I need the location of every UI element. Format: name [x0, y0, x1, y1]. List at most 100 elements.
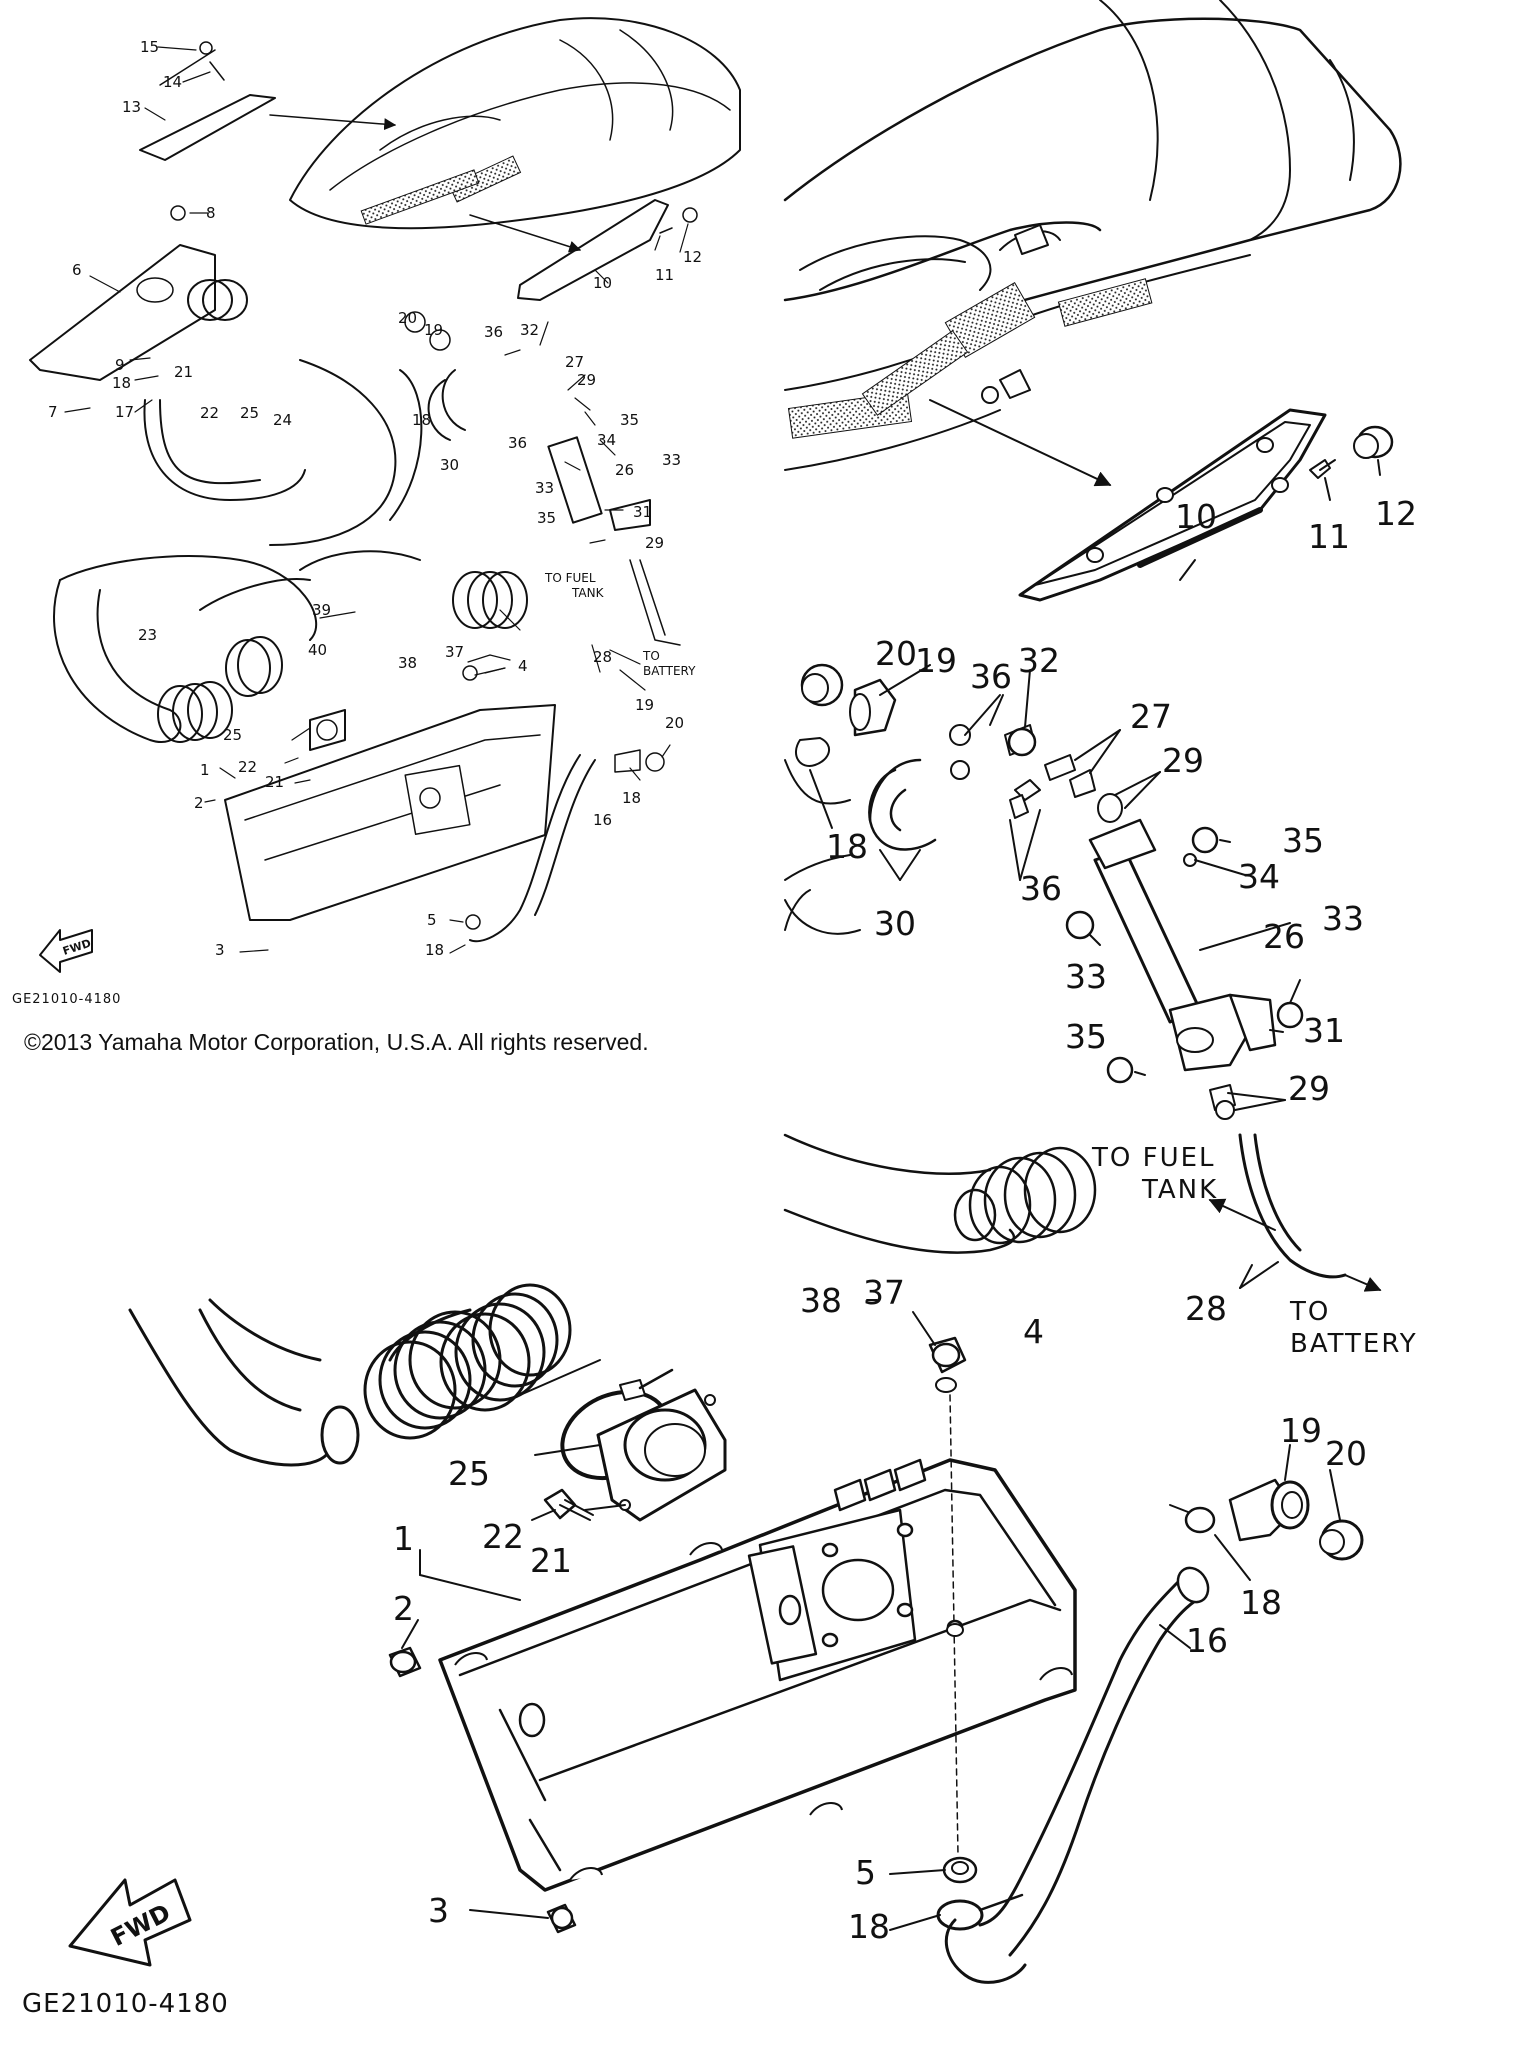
callout-small-5: 5 — [427, 911, 437, 929]
callout-small-1: 1 — [200, 761, 210, 779]
callout-16: 16 — [1186, 1621, 1228, 1660]
callout-29-b: 29 — [1288, 1069, 1330, 1108]
callout-18-b: 18 — [848, 1907, 890, 1946]
callout-19-a: 19 — [915, 641, 957, 680]
callout-small-33-b: 33 — [535, 479, 554, 497]
callout-small-14: 14 — [163, 73, 182, 91]
callout-27: 27 — [1130, 697, 1172, 736]
callout-31: 31 — [1303, 1011, 1345, 1050]
callout-small-11: 11 — [655, 266, 674, 284]
callout-small-18-a: 18 — [112, 374, 131, 392]
note-small-tank: TANK — [571, 586, 605, 600]
callout-small-33-a: 33 — [662, 451, 681, 469]
callout-26: 26 — [1263, 917, 1305, 956]
callout-20-a: 20 — [875, 634, 917, 673]
callout-small-18-b: 18 — [412, 411, 431, 429]
note-battery: BATTERY — [1290, 1329, 1418, 1359]
callout-18-a: 18 — [826, 827, 868, 866]
callout-30: 30 — [874, 904, 916, 943]
callout-small-12: 12 — [683, 248, 702, 266]
callout-small-13: 13 — [122, 98, 141, 116]
callout-5: 5 — [855, 1853, 876, 1892]
callout-small-10: 10 — [593, 274, 612, 292]
callout-small-40: 40 — [308, 641, 327, 659]
overview-diagram: FWD — [12, 17, 741, 1055]
callout-18-c: 18 — [1240, 1583, 1282, 1622]
callout-10: 10 — [1175, 497, 1217, 536]
callout-small-36-a: 36 — [484, 323, 503, 341]
callout-small-19-a: 19 — [424, 321, 443, 339]
callout-small-39: 39 — [312, 601, 331, 619]
callout-32: 32 — [1018, 641, 1060, 680]
callout-small-19-b: 19 — [635, 696, 654, 714]
callout-4: 4 — [1023, 1312, 1044, 1351]
callout-19-b: 19 — [1280, 1411, 1322, 1450]
callout-2: 2 — [393, 1589, 414, 1628]
callout-small-29-b: 29 — [645, 534, 664, 552]
callout-small-2: 2 — [194, 794, 204, 812]
callout-small-36-b: 36 — [508, 434, 527, 452]
callout-small-30: 30 — [440, 456, 459, 474]
note-small-battery: BATTERY — [643, 664, 696, 678]
callout-33-a: 33 — [1322, 899, 1364, 938]
drawing-code-large: GE21010-4180 — [22, 1989, 229, 2019]
callout-35-b: 35 — [1065, 1017, 1107, 1056]
detail-bottom: FWD — [22, 459, 1418, 2019]
callout-small-20-b: 20 — [665, 714, 684, 732]
callout-29-a: 29 — [1162, 741, 1204, 780]
callout-34: 34 — [1238, 857, 1280, 896]
copyright-notice: ©2013 Yamaha Motor Corporation, U.S.A. A… — [24, 1029, 649, 1055]
callout-small-15: 15 — [140, 38, 159, 56]
callout-1: 1 — [393, 1519, 414, 1558]
callout-small-28: 28 — [593, 648, 612, 666]
callout-small-17: 17 — [115, 403, 134, 421]
callout-small-4: 4 — [518, 657, 528, 675]
note-to-fuel: TO FUEL — [1091, 1143, 1216, 1173]
callout-small-16: 16 — [593, 811, 612, 829]
callout-12: 12 — [1375, 494, 1417, 533]
callout-36-b: 36 — [1020, 869, 1062, 908]
callout-small-18-d: 18 — [425, 941, 444, 959]
callout-25: 25 — [448, 1454, 490, 1493]
callout-36-a: 36 — [970, 657, 1012, 696]
callout-small-3: 3 — [215, 941, 225, 959]
callout-21: 21 — [530, 1541, 572, 1580]
callout-small-21-b: 21 — [265, 773, 284, 791]
callout-35-a: 35 — [1282, 821, 1324, 860]
note-tank: TANK — [1141, 1175, 1218, 1205]
callout-small-27: 27 — [565, 353, 584, 371]
note-small-to: TO — [642, 649, 660, 663]
note-small-to-fuel: TO FUEL — [544, 571, 596, 585]
callout-small-23: 23 — [138, 626, 157, 644]
callout-small-34: 34 — [597, 431, 616, 449]
callout-3: 3 — [428, 1891, 449, 1930]
callout-small-21-a: 21 — [174, 363, 193, 381]
callout-small-8: 8 — [206, 204, 216, 222]
callout-33-b: 33 — [1065, 957, 1107, 996]
detail-top-right — [783, 0, 1402, 1292]
callout-small-20-a: 20 — [398, 309, 417, 327]
callout-28: 28 — [1185, 1289, 1227, 1328]
callout-37: 37 — [863, 1273, 905, 1312]
callout-small-22-a: 22 — [200, 404, 219, 422]
callout-small-9: 9 — [115, 356, 125, 374]
callout-small-38: 38 — [398, 654, 417, 672]
callout-small-7: 7 — [48, 403, 58, 421]
callout-small-31: 31 — [633, 503, 652, 521]
callout-small-25-b: 25 — [223, 726, 242, 744]
note-to: TO — [1289, 1297, 1330, 1327]
callout-38: 38 — [800, 1281, 842, 1320]
callout-22: 22 — [482, 1517, 524, 1556]
callout-small-37: 37 — [445, 643, 464, 661]
callout-small-32: 32 — [520, 321, 539, 339]
callout-small-18-c: 18 — [622, 789, 641, 807]
drawing-code-small: GE21010-4180 — [12, 992, 121, 1007]
callout-small-24: 24 — [273, 411, 292, 429]
callout-small-35-b: 35 — [537, 509, 556, 527]
callout-20-b: 20 — [1325, 1434, 1367, 1473]
callout-small-22-b: 22 — [238, 758, 257, 776]
callout-small-25-a: 25 — [240, 404, 259, 422]
callout-small-6: 6 — [72, 261, 82, 279]
callout-11: 11 — [1308, 517, 1350, 556]
callout-small-35-a: 35 — [620, 411, 639, 429]
